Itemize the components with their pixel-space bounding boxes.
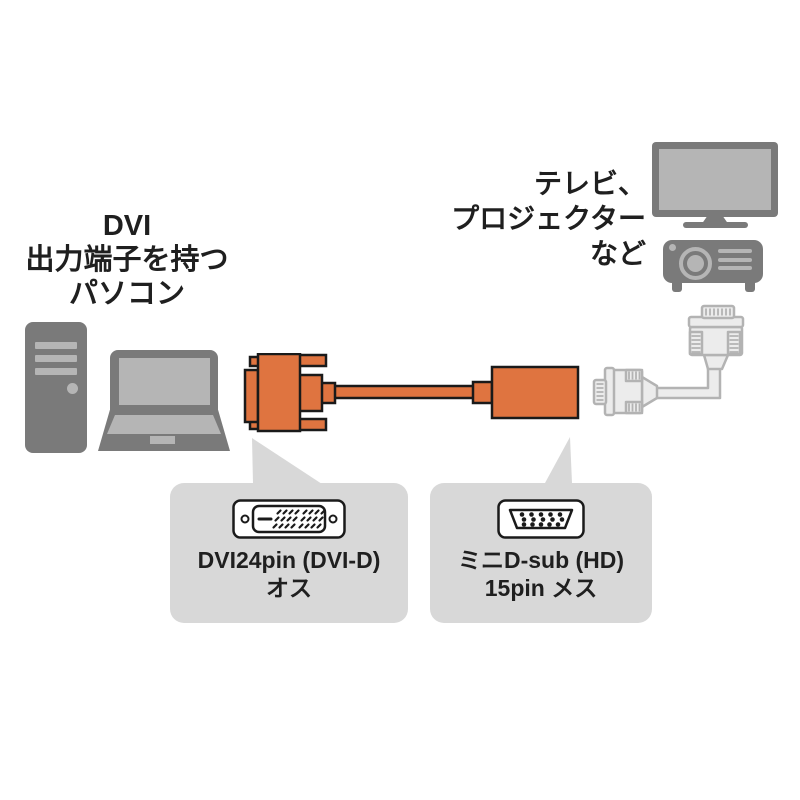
vga-cable-icon: [592, 304, 745, 417]
dvi-connector-face-icon: [232, 499, 346, 539]
tower-vent-slat: [35, 342, 77, 349]
callout-pointer-vga: [545, 437, 572, 483]
vga-pins: [519, 512, 565, 527]
projector-foot: [745, 280, 755, 292]
dvi-plug-face: [243, 368, 260, 424]
vga-plug-up-pins: [705, 308, 731, 316]
projector-lens-ring: [679, 247, 712, 280]
vga-cable-tube: [654, 364, 722, 400]
projector-vent: [718, 266, 752, 270]
dvi-plug-step1: [297, 373, 324, 413]
adapter-ferrule: [471, 380, 494, 405]
laptop-touchpad: [150, 436, 175, 444]
dvi-callout: DVI24pin (DVI-D) オス: [170, 483, 408, 623]
target-device-label: テレビ、 プロジェクター など: [451, 168, 646, 269]
vga-plug-left-grip-ridges: [628, 403, 641, 412]
tower-vent-slat: [35, 355, 77, 362]
dvi-plug-body: [256, 353, 302, 433]
projector-lens: [687, 255, 704, 272]
projector-vent: [718, 257, 752, 262]
vga-connector-face-icon: [497, 499, 585, 539]
dvi-to-vga-adapter-icon: [243, 353, 580, 433]
desktop-tower-icon: [25, 322, 87, 453]
vga-callout: ミニD-sub (HD) 15pin メス: [430, 483, 652, 623]
vga-female-housing: [490, 365, 580, 420]
tv-stand-base: [683, 222, 748, 228]
projector-indicator-dot: [669, 244, 676, 251]
vga-callout-line1: ミニD-sub (HD): [457, 547, 625, 573]
vga-plug-left-grip-ridges: [628, 371, 641, 380]
laptop-screen: [119, 358, 210, 405]
callout-pointer-dvi: [252, 438, 322, 484]
projector-vent: [718, 249, 752, 253]
dvi-plug-thumbscrew-top: [297, 353, 328, 368]
tv-stand-neck: [701, 215, 729, 225]
tv-screen: [659, 149, 771, 210]
adapter-cable: [332, 384, 476, 400]
dvi-callout-line2: オス: [266, 575, 312, 602]
vga-plug-left-grip-top: [624, 368, 644, 383]
source-device-label: DVI 出力端子を持つ パソコン: [25, 210, 229, 310]
vga-plug-up-neck: [702, 353, 730, 371]
dvi-pins: [272, 509, 326, 529]
tower-vent-slat: [35, 368, 77, 375]
vga-plug-left-grip-bottom: [624, 400, 644, 415]
vga-callout-line2: 15pin メス: [484, 575, 598, 602]
projector-foot: [672, 280, 682, 292]
tower-power-button: [67, 383, 78, 394]
laptop-keyboard: [107, 415, 221, 434]
vga-plug-up-grip-ridges: [691, 335, 701, 353]
dvi-callout-line1: DVI24pin (DVI-D): [197, 547, 381, 573]
vga-plug-left-pins: [596, 383, 604, 401]
projector-icon: [663, 240, 763, 283]
dvi-plug-thumbscrew-bottom: [297, 417, 328, 432]
vga-plug-up-grip-ridges: [729, 335, 739, 353]
vga-plug-left-neck: [640, 375, 659, 409]
